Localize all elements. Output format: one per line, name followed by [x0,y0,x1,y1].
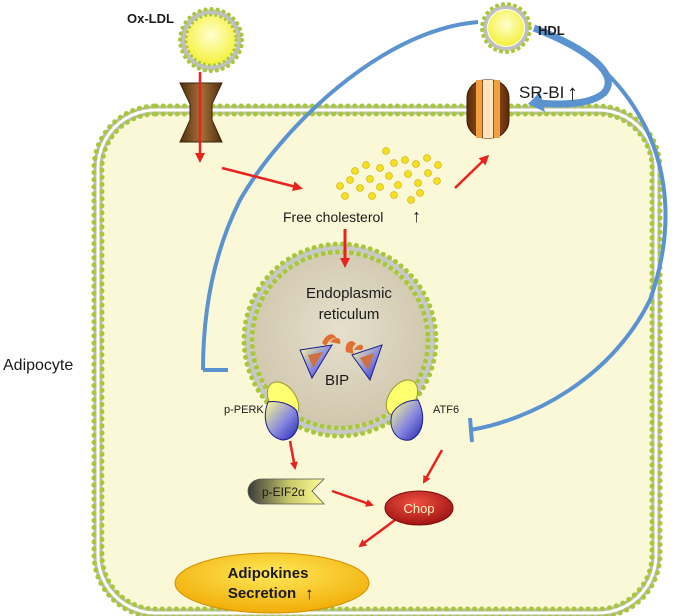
free-cholesterol-up-arrow: ↑ [412,206,421,226]
adipokines-up-arrow: ↑ [305,584,314,603]
srbi-receptor-icon [466,79,510,139]
atf6-sensor-icon [385,379,424,441]
adipocyte-label: Adipocyte [3,357,73,374]
p-perk-label: p-PERK [224,404,264,416]
adipokines-secretion-node [174,552,370,614]
bip-chaperone-icon [345,341,383,382]
uptake-to-cholesterol-arrow [221,166,303,192]
bip-label: BIP [325,372,349,389]
p-eif2a-label: p-EIF2α [262,485,305,499]
chop-label: Chop [403,501,434,516]
atf6-to-chop-arrow [422,449,444,484]
perk-sensor-icon [264,381,300,441]
cholesterol-to-srbi-arrow [454,154,490,189]
p-eif2a-node [247,478,325,505]
srbi-upregulation-arrowhead [528,92,545,112]
cholesterol-droplets-icon [336,147,442,204]
perk-to-eif2a-arrow [288,440,298,470]
free-cholesterol-label: Free cholesterol [283,209,383,225]
chop-node [384,490,454,526]
ox-ldl-label: Ox-LDL [127,11,174,26]
bip-chaperone-icon [299,334,341,380]
feedback-paths [201,20,668,443]
hdl-label: HDL [538,23,565,38]
atf6-label: ATF6 [433,404,459,416]
srbi-label: SR-BI [519,83,564,102]
er-label-line1: Endoplasmic [306,285,392,302]
adipokines-label-line1: Adipokines [228,565,309,582]
er-label-line2: reticulum [319,306,380,323]
adipokines-label-line2: Secretion [228,585,296,602]
srbi-up-arrow: ↑ [567,80,578,105]
ox-ldl-particle [178,7,244,73]
eif2a-to-chop-arrow [331,489,374,507]
hdl-particle [480,2,532,54]
chop-to-adipokines-arrow [358,518,396,548]
